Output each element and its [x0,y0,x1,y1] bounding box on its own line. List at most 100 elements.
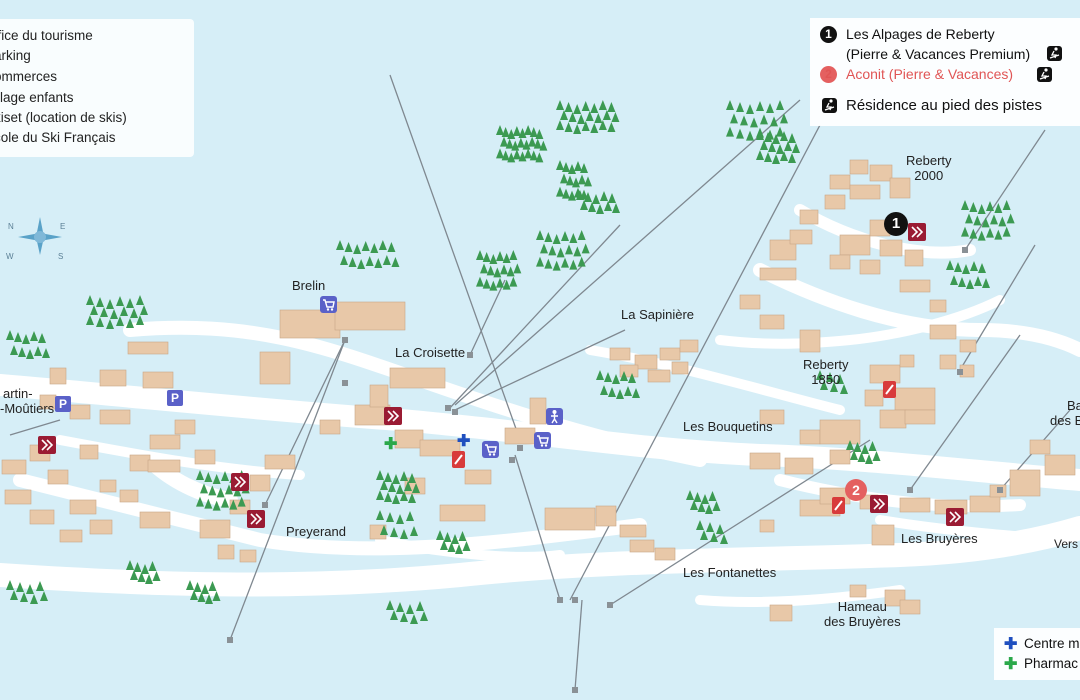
tree [746,130,754,141]
tree [197,592,206,602]
tree [116,296,124,306]
tree [486,265,495,276]
tree [496,148,504,159]
shopping-cart-icon [534,432,551,449]
tree [969,202,978,212]
tree [6,330,14,340]
tree [568,112,577,122]
tree [34,346,42,356]
tree [982,278,990,288]
tree [126,298,134,308]
tree [233,486,242,497]
tree [141,564,149,574]
lift-station [962,247,968,253]
tree [357,259,366,269]
tree [604,201,612,211]
tree [378,240,387,250]
tree [850,450,858,460]
place-vers: Vers [1054,537,1079,551]
tree [577,114,586,124]
ski-rental-icon [946,508,964,526]
tree [502,279,511,290]
tree [225,484,233,495]
tree [846,440,854,450]
tree [212,591,221,601]
tree [544,258,553,269]
residence-pin-1[interactable]: 1 [884,212,908,236]
tree [958,277,966,287]
tree [390,527,398,537]
ski-school-icon [452,451,465,468]
tree [348,257,357,267]
tree [700,530,708,540]
tree [140,305,148,315]
place-bauches-cut: Ba des B [1050,398,1080,428]
tree [569,233,578,243]
tree [501,150,510,161]
tree [580,200,588,210]
legend-item-parking: arking [0,48,31,63]
tree [420,611,428,621]
legend-number-2: 2 [820,66,837,83]
tree [788,133,796,143]
tree [708,491,717,501]
tree [476,276,484,287]
tree [336,240,344,250]
tree [365,256,374,266]
tree [966,279,974,289]
tree [10,590,18,600]
tree [564,102,573,112]
tree [760,140,768,150]
legend-item-kids-village: illage enfants [0,90,74,105]
tree [126,560,134,570]
tree [616,389,624,399]
compass-w: W [6,252,14,261]
tree [792,143,800,153]
ski-school-icon [883,381,896,398]
tree [830,382,838,392]
legend-residence-2-name: Aconit (Pierre & Vacances) [846,66,1014,82]
tree [388,482,396,492]
ski-in-ski-out-icon [1037,67,1052,82]
tree [221,497,229,508]
tree [578,174,586,185]
tree [507,129,516,139]
tree [776,100,784,110]
tree [624,386,632,396]
tree [581,121,590,131]
tree [408,473,416,483]
lift-station [572,687,578,693]
tree [584,192,592,202]
tree [386,512,394,522]
tree [556,247,565,258]
tree [577,256,586,267]
tree [607,102,616,112]
tree [509,250,518,260]
tree [506,266,515,277]
tree [412,483,420,493]
tree [686,490,694,500]
tree [853,442,862,452]
pharmacy-icon: ✚ [384,436,398,453]
tree [406,604,414,614]
tree [406,511,414,521]
tree [524,125,533,135]
tree [592,194,600,204]
tree [26,584,34,594]
tree [190,590,198,600]
tree [573,124,582,134]
place-st-martin-line2: -Moûtiers [0,401,55,416]
ski-rental-icon [231,473,249,491]
tree [820,380,828,390]
tree [760,114,768,125]
tree [396,602,404,612]
lift-station [517,445,523,451]
medical-center-icon: ✚ [457,433,471,450]
tree [482,252,491,262]
tree [361,241,370,251]
tree [340,255,348,265]
tree [861,444,869,454]
residence-pin-2[interactable]: 2 [845,479,867,501]
tree [560,173,568,184]
tree [208,581,217,591]
